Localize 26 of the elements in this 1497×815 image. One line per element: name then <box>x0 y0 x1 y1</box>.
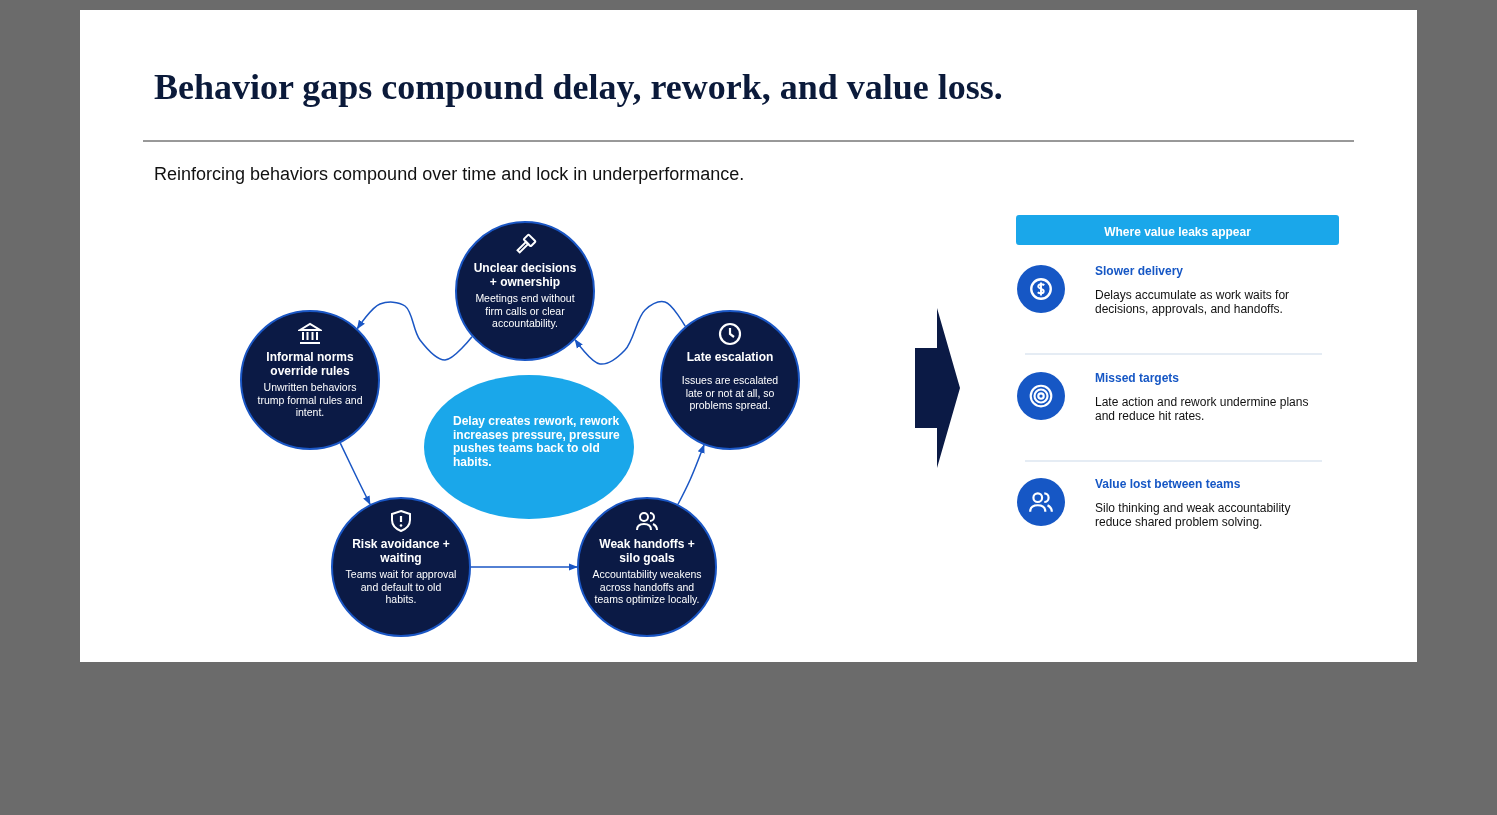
arrow <box>677 444 705 505</box>
subtitle: Reinforcing behaviors compound over time and lock in underperformance. <box>154 164 745 185</box>
header-text: Where value leaks appear <box>1104 223 1251 239</box>
arrow <box>470 563 578 571</box>
arrow <box>356 301 473 361</box>
item-description: Silo thinking and weak accountability reduce shared problem solving. <box>1095 501 1292 529</box>
title: Behavior gaps compound delay, rework, and value loss. <box>154 66 1003 108</box>
item-heading: Value lost between teams <box>1095 477 1241 491</box>
circle-description: Issues are escalated late or not at all, so problems spread. <box>680 374 780 412</box>
arrow <box>574 300 686 365</box>
circle-description: Accountability weakens across handoffs and teams optimize locally. <box>591 568 703 606</box>
circle-heading: Informal norms override rules <box>265 350 355 378</box>
circle-heading: Late escalation <box>686 350 774 364</box>
header-bar <box>1016 215 1339 245</box>
circle-description: Meetings end without firm calls or clear accountability. <box>474 292 576 330</box>
circle-description: Teams wait for approval and default to old habits. <box>345 568 457 606</box>
circle-description: Unwritten behaviors trump formal rules and intent. <box>256 381 364 419</box>
summary-text: Delay creates rework, rework increases pressure, pressure pushes teams back to old habits. <box>452 415 621 471</box>
item-heading: Slower delivery <box>1095 264 1184 278</box>
item-description: Delays accumulate as work waits for decisions, approvals, and handoffs. <box>1095 288 1291 316</box>
circle-heading: Weak handoffs + silo goals <box>598 537 696 565</box>
arrow <box>339 442 371 506</box>
item-description: Late action and rework undermine plans and reduce hit rates. <box>1095 395 1310 423</box>
circle-heading: Unclear decisions + ownership <box>472 261 578 289</box>
circle-heading: Risk avoidance + waiting <box>351 537 451 565</box>
item-heading: Missed targets <box>1095 371 1180 385</box>
